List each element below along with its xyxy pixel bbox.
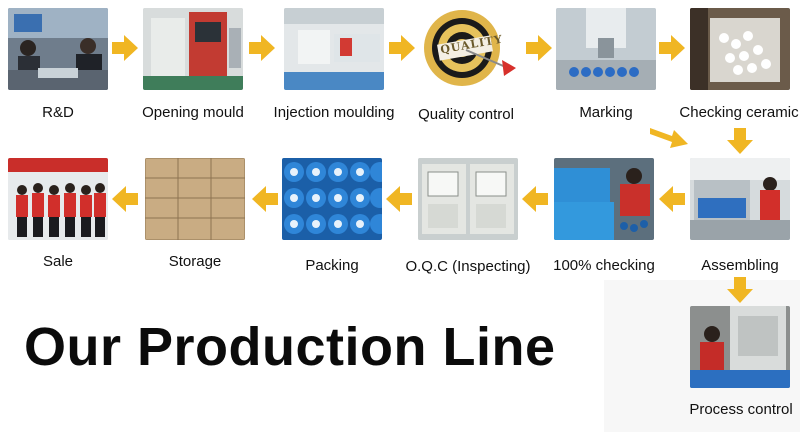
label-packing: Packing xyxy=(305,257,359,274)
photo-marking xyxy=(556,8,656,90)
label-opening-mould: Opening mould xyxy=(142,104,244,121)
arrow-right-icon xyxy=(524,33,554,63)
photo-quality-control: QUALITY xyxy=(418,6,522,94)
page-title: Our Production Line xyxy=(24,317,556,377)
label-marking: Marking xyxy=(579,104,633,121)
photo-assembling xyxy=(690,158,790,240)
arrow-left-icon xyxy=(110,184,140,214)
photo-oqc-inspecting xyxy=(418,158,518,240)
arrow-down-icon xyxy=(725,275,755,305)
label-checking-ceramic: Checking ceramic xyxy=(679,104,799,121)
label-process-control: Process control xyxy=(689,401,793,418)
arrow-left-icon xyxy=(520,184,550,214)
label-injection-moulding: Injection moulding xyxy=(273,104,395,121)
label-oqc-inspecting: O.Q.C (Inspecting) xyxy=(405,258,531,275)
photo-checking-ceramic xyxy=(690,8,790,90)
photo-injection-moulding xyxy=(284,8,384,90)
arrow-left-icon xyxy=(657,184,687,214)
photo-opening-mould xyxy=(143,8,243,90)
photo-rnd xyxy=(8,8,108,90)
photo-process-control xyxy=(690,306,790,388)
label-storage: Storage xyxy=(168,253,222,270)
photo-storage xyxy=(145,158,245,240)
label-sale: Sale xyxy=(42,253,74,270)
label-100-checking: 100% checking xyxy=(553,257,655,274)
arrow-right-icon xyxy=(110,33,140,63)
arrow-diagonal-icon xyxy=(650,124,690,150)
label-rnd: R&D xyxy=(42,104,74,121)
photo-sale xyxy=(8,158,108,240)
arrow-right-icon xyxy=(657,33,687,63)
arrow-left-icon xyxy=(384,184,414,214)
arrow-right-icon xyxy=(247,33,277,63)
photo-100-checking xyxy=(554,158,654,240)
arrow-left-icon xyxy=(250,184,280,214)
photo-packing xyxy=(282,158,382,240)
label-quality-control: Quality control xyxy=(418,106,514,123)
arrow-right-icon xyxy=(387,33,417,63)
label-assembling: Assembling xyxy=(701,257,779,274)
arrow-down-icon xyxy=(725,126,755,156)
